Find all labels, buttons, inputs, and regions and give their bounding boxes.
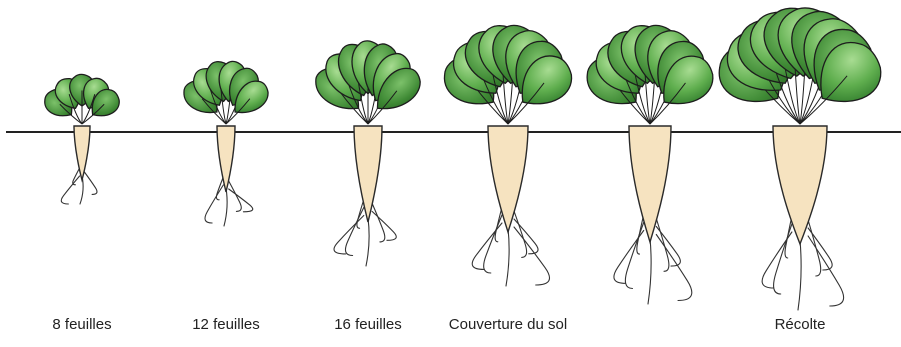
rootlet: [656, 235, 692, 301]
rootlet: [61, 176, 79, 204]
stage-label-6: Récolte: [720, 316, 880, 333]
rootlet: [774, 224, 792, 294]
rootlet: [205, 185, 223, 223]
rootlets: [61, 168, 97, 204]
plant-stage-3: [308, 40, 427, 266]
leaf-canopy: [40, 75, 125, 124]
plant-stage-6: [708, 5, 892, 310]
stage-label-4: Couverture du sol: [428, 316, 588, 333]
leaf-canopy: [578, 23, 722, 124]
rootlets: [205, 177, 253, 226]
rootlet: [762, 232, 792, 288]
leaf-canopy: [178, 59, 274, 124]
rootlet: [484, 215, 502, 273]
rootlet: [808, 220, 821, 276]
beet-root: [629, 126, 671, 242]
plant-stage-2: [178, 59, 274, 226]
rootlet: [229, 181, 242, 211]
plant-stage-4: [435, 23, 581, 286]
beet-root: [773, 126, 827, 244]
beet-root: [74, 126, 90, 180]
rootlet: [216, 177, 223, 200]
rootlet: [514, 227, 550, 285]
rootlet: [808, 236, 844, 306]
stage-label-3: 16 feuilles: [288, 316, 448, 333]
rootlet: [472, 223, 502, 269]
rootlet: [625, 223, 643, 289]
rootlet: [656, 219, 669, 272]
taproot-tip: [224, 188, 227, 226]
beet-root: [488, 126, 528, 232]
leaf-canopy: [708, 5, 892, 124]
leaf-canopy: [435, 23, 581, 124]
taproot-tip: [366, 218, 369, 266]
rootlet: [334, 216, 364, 254]
leaf-canopy: [308, 40, 427, 124]
rootlet: [614, 231, 644, 284]
rootlet: [84, 172, 97, 194]
beet-root: [217, 126, 235, 192]
plant-stage-5: [578, 23, 722, 304]
plant-stage-1: [40, 75, 125, 204]
beet-root: [354, 126, 382, 222]
stage-label-2: 12 feuilles: [146, 316, 306, 333]
taproot-tip: [798, 240, 801, 310]
stage-label-1: 8 feuilles: [2, 316, 162, 333]
rootlet: [372, 204, 385, 242]
taproot-tip: [506, 228, 509, 286]
taproot-tip: [648, 238, 651, 304]
